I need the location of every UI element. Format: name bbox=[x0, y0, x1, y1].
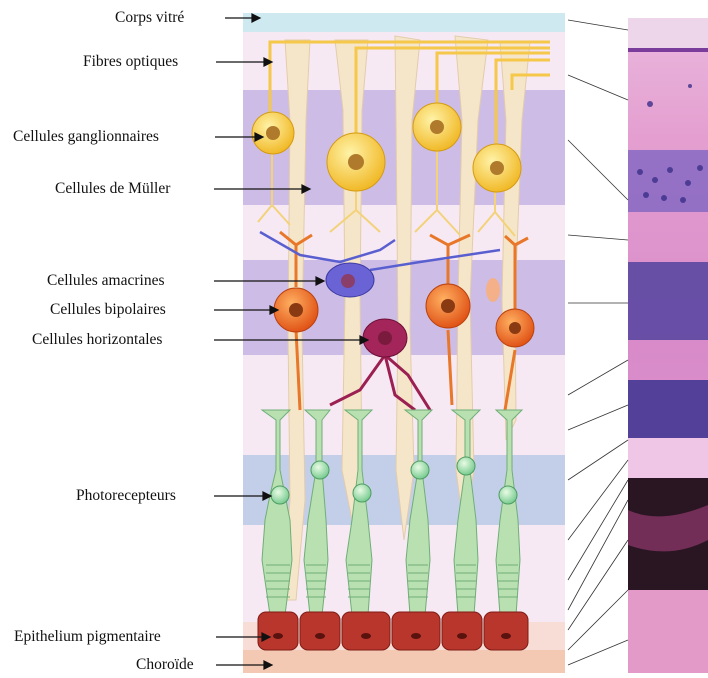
label-optic-fibers: Fibres optiques bbox=[83, 53, 178, 71]
label-bipolar-cells: Cellules bipolaires bbox=[50, 301, 166, 319]
label-amacrine-cells: Cellules amacrines bbox=[47, 272, 165, 290]
label-choroid: Choroïde bbox=[136, 656, 194, 674]
label-vitreous: Corps vitré bbox=[115, 9, 184, 27]
connector-lines bbox=[568, 20, 628, 665]
label-ganglion-cells: Cellules ganglionnaires bbox=[13, 128, 159, 146]
histology-section bbox=[628, 18, 708, 673]
label-photoreceptors: Photorecepteurs bbox=[76, 487, 176, 505]
amacrine-cell bbox=[326, 263, 374, 297]
choroid-band bbox=[243, 650, 565, 673]
label-horizontal-cells: Cellules horizontales bbox=[32, 331, 162, 349]
label-muller-cells: Cellules de Müller bbox=[55, 180, 170, 198]
vitreous-band bbox=[243, 13, 565, 32]
label-pigment-epithelium: Epithelium pigmentaire bbox=[14, 628, 161, 646]
